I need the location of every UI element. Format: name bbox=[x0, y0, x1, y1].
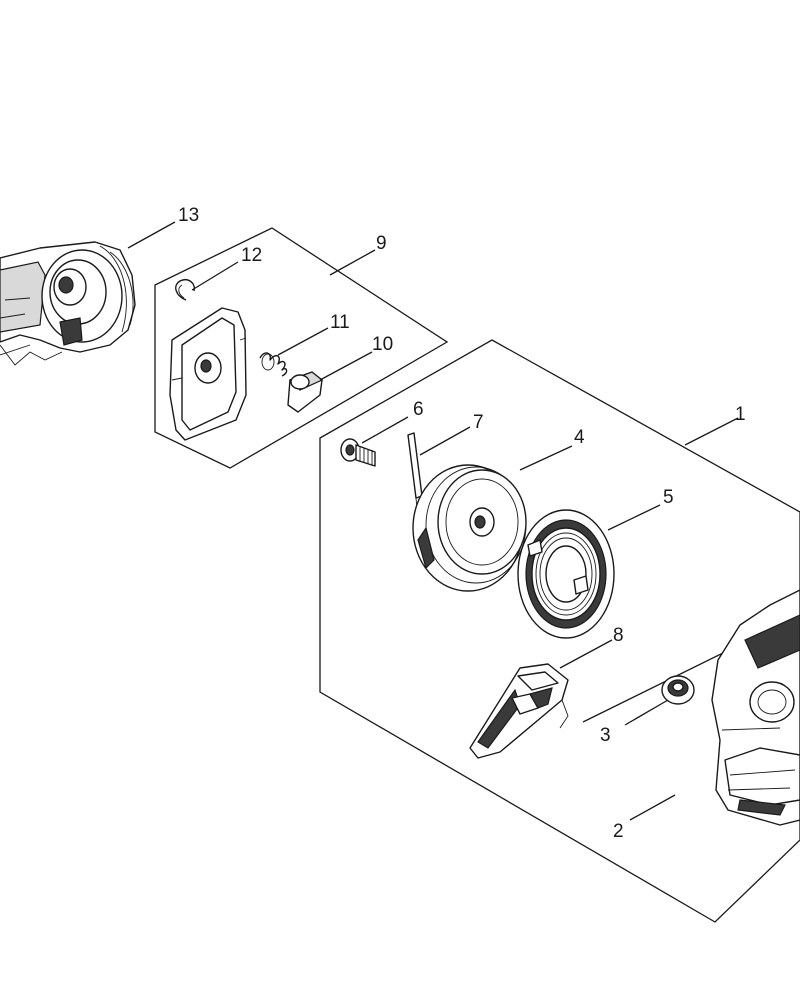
pawl-plate-part-9 bbox=[169, 307, 247, 441]
pulley-part-4 bbox=[412, 464, 527, 592]
leader-3 bbox=[624, 699, 669, 726]
callout-9: 9 bbox=[376, 233, 387, 254]
handle-part-8 bbox=[469, 663, 569, 759]
starter-case-part-2 bbox=[711, 589, 800, 826]
leader-8 bbox=[559, 639, 613, 669]
grommet-part-3 bbox=[661, 675, 695, 705]
leader-9 bbox=[329, 249, 376, 276]
callout-4: 4 bbox=[574, 427, 585, 448]
clip-part-12 bbox=[175, 279, 195, 301]
pawl-part-10 bbox=[287, 371, 324, 413]
callout-6: 6 bbox=[413, 399, 424, 420]
leader-11 bbox=[277, 327, 329, 356]
recoil-spring-part-5 bbox=[517, 509, 615, 639]
callout-7: 7 bbox=[473, 412, 484, 433]
callout-11: 11 bbox=[330, 312, 350, 333]
leader-4 bbox=[519, 445, 573, 471]
group-box-9 bbox=[154, 227, 449, 469]
bolt-part-6 bbox=[340, 438, 376, 467]
leader-6 bbox=[361, 416, 409, 444]
spring-part-11 bbox=[259, 352, 288, 377]
group-box-1 bbox=[319, 339, 800, 923]
starter-housing-part-13 bbox=[0, 241, 136, 366]
callout-8: 8 bbox=[613, 625, 624, 646]
leader-10 bbox=[319, 351, 373, 381]
leader-2 bbox=[629, 794, 676, 821]
callout-1: 1 bbox=[735, 404, 746, 425]
callout-12: 12 bbox=[241, 245, 262, 266]
leader-12 bbox=[191, 261, 239, 291]
leader-1 bbox=[684, 417, 739, 446]
leader-lines bbox=[127, 221, 739, 821]
leader-5 bbox=[607, 504, 661, 531]
leader-7 bbox=[419, 426, 471, 456]
callout-3: 3 bbox=[600, 725, 611, 746]
callout-13: 13 bbox=[178, 205, 199, 226]
leader-13 bbox=[127, 221, 176, 249]
callout-2: 2 bbox=[613, 821, 624, 842]
callout-labels: 13 12 9 11 10 6 7 4 1 5 8 3 2 bbox=[178, 205, 746, 842]
callout-10: 10 bbox=[372, 334, 393, 355]
callout-5: 5 bbox=[663, 487, 674, 508]
